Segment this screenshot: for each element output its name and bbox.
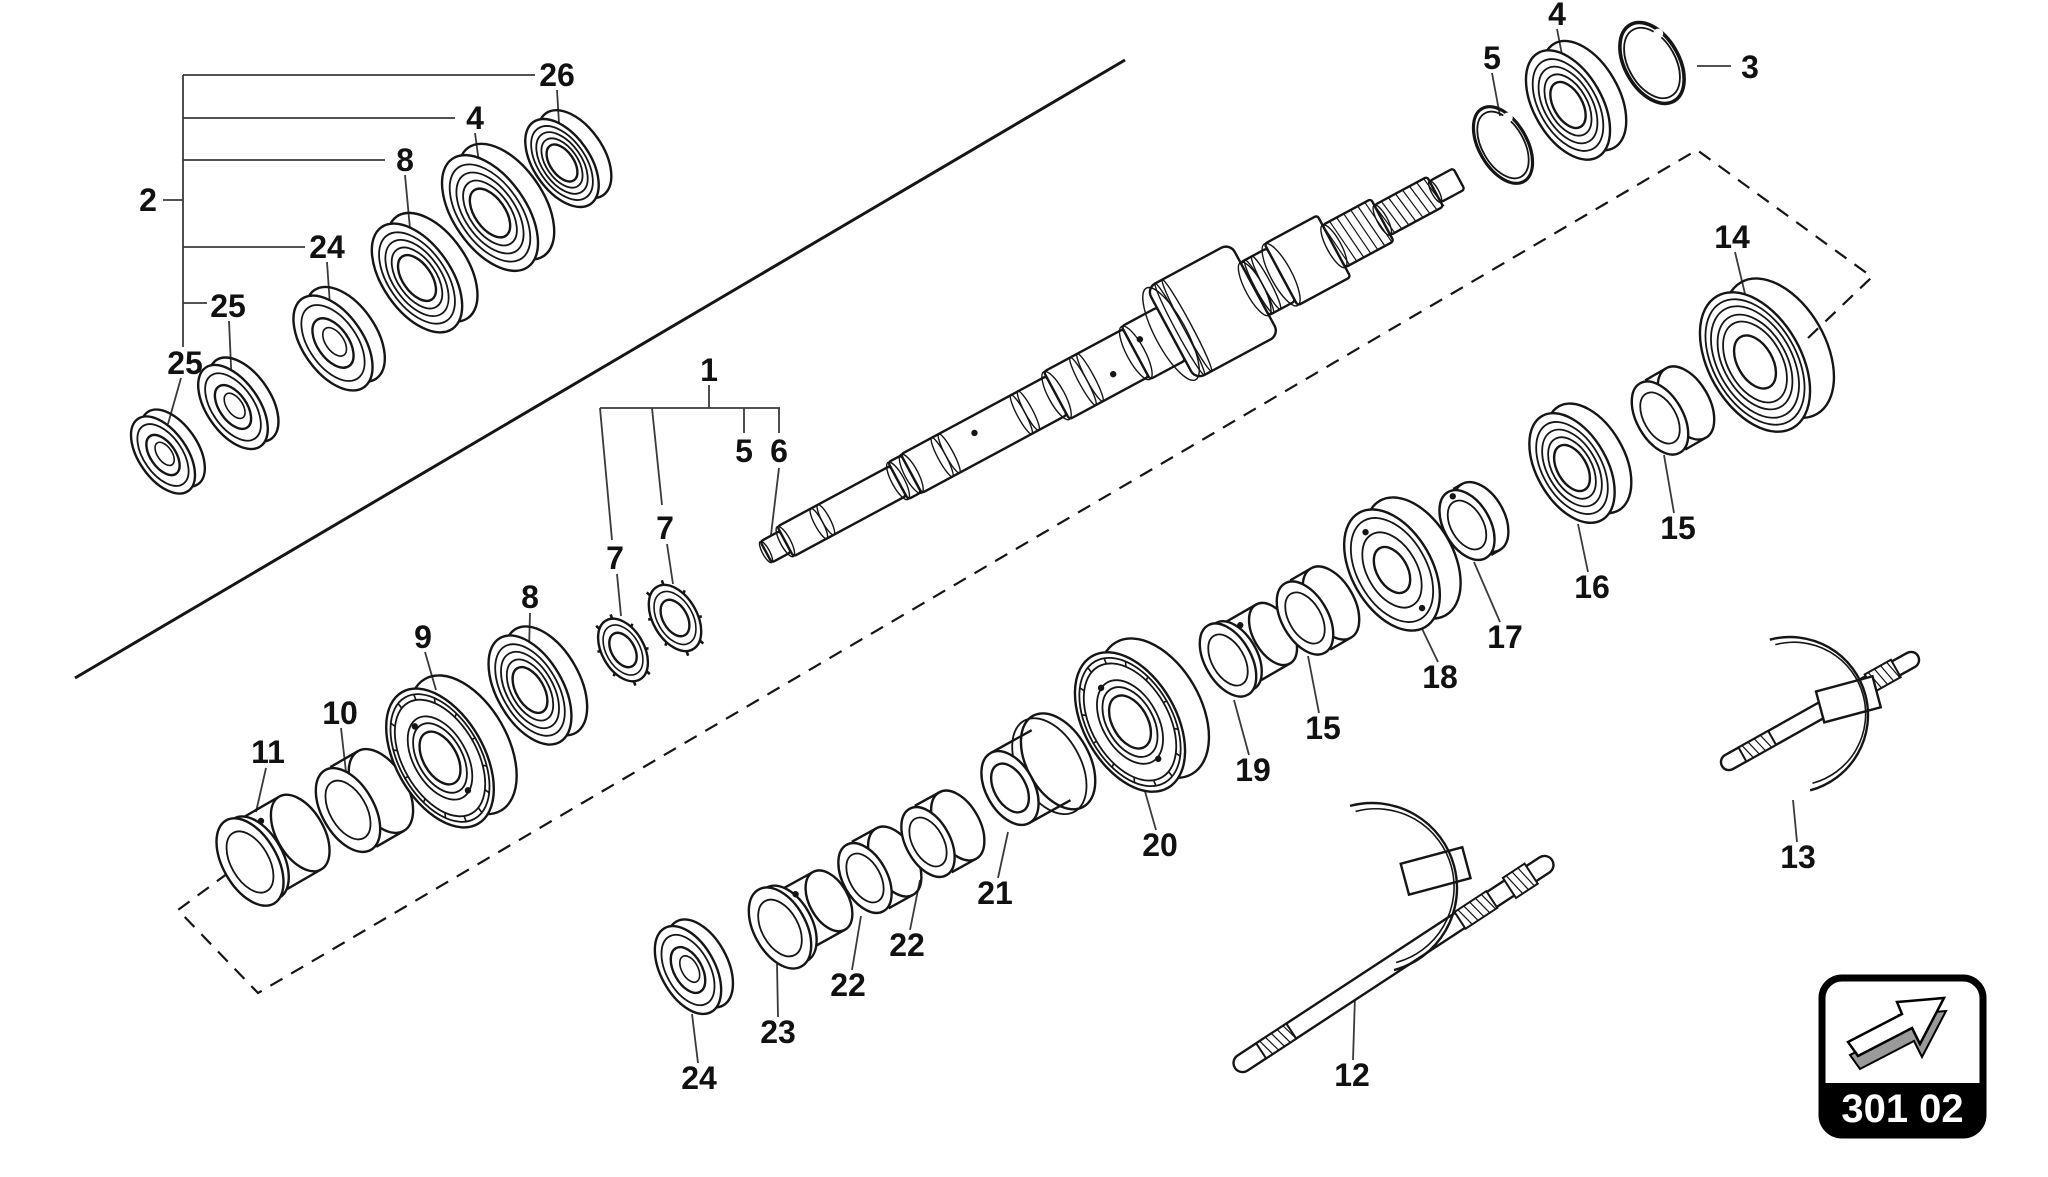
leader-line: [424, 651, 437, 691]
part-label-25: 25: [210, 288, 246, 324]
leader-line: [616, 573, 622, 617]
hub-20: [1073, 637, 1211, 793]
seal-25b: [129, 408, 207, 495]
bushing-15b: [1275, 565, 1361, 656]
ring-17: [1438, 480, 1510, 562]
leader-line: [691, 1013, 699, 1064]
bushing-15a: [1630, 365, 1716, 456]
bearing-4b: [1524, 39, 1628, 161]
bearing-26: [524, 108, 613, 209]
lockring-7b: [645, 579, 705, 657]
part-label-10: 10: [322, 695, 358, 731]
part-label-14: 14: [1714, 219, 1750, 255]
shift-fork-13: [1769, 635, 1883, 792]
leader-line: [1577, 523, 1589, 573]
part-label-7: 7: [606, 540, 624, 576]
seal-24a: [292, 285, 387, 392]
part-label-18: 18: [1422, 659, 1458, 695]
part-label-21: 21: [977, 875, 1013, 911]
leader-line: [1352, 995, 1356, 1061]
part-label-4: 4: [466, 100, 484, 136]
leader-line: [666, 543, 674, 585]
leader-line: [851, 915, 862, 971]
code-box-band: [1822, 1083, 1983, 1135]
part-label-15: 15: [1660, 510, 1696, 546]
bushing-21: [980, 712, 1097, 827]
part-label-12: 12: [1334, 1057, 1370, 1093]
lockring-7a: [595, 613, 651, 687]
arrow-up-right-icon: [1846, 996, 1947, 1058]
part-label-15: 15: [1305, 710, 1341, 746]
hub-9: [384, 674, 518, 829]
main-shaft-1: [758, 168, 1465, 564]
leader-line: [1233, 699, 1250, 756]
leader-line: [255, 767, 267, 813]
leader-line: [167, 377, 182, 425]
snapring-3: [1618, 20, 1686, 106]
part-label-25: 25: [167, 345, 203, 381]
bushing-23: [747, 869, 854, 970]
reference-lines-layer: [74, 28, 1874, 1064]
leader-line: [1307, 655, 1320, 714]
bearing-16: [1528, 402, 1633, 525]
part-label-8: 8: [521, 579, 539, 615]
leader-line: [340, 727, 347, 773]
bearing-14: [1698, 277, 1836, 433]
part-label-23: 23: [760, 1014, 796, 1050]
bushing-22b: [837, 825, 923, 915]
section-divider-line: [74, 58, 1126, 680]
leader-line: [997, 831, 1009, 879]
bearing-18: [1342, 496, 1462, 632]
part-label-3: 3: [1741, 49, 1759, 85]
part-label-24: 24: [681, 1060, 717, 1096]
part-label-19: 19: [1235, 752, 1271, 788]
callout-bracket-line: [599, 407, 613, 541]
part-label-5: 5: [1483, 40, 1501, 76]
sealring-5: [1471, 105, 1535, 185]
part-label-13: 13: [1780, 839, 1816, 875]
bushing-10: [314, 747, 415, 854]
part-label-1: 1: [700, 352, 718, 388]
leader-line: [1663, 454, 1675, 514]
part-label-26: 26: [539, 57, 575, 93]
part-label-17: 17: [1487, 619, 1523, 655]
shift-fork-12: [1349, 801, 1473, 972]
part-label-4: 4: [1548, 0, 1566, 32]
seal-25a: [196, 356, 280, 451]
part-label-6: 6: [770, 433, 788, 469]
bearing-4a: [440, 142, 556, 273]
bushing-11: [215, 793, 331, 907]
part-label-22: 22: [830, 967, 866, 1003]
part-label-2: 2: [139, 182, 157, 218]
leader-line: [1792, 799, 1798, 843]
leader-line: [1473, 561, 1501, 623]
part-label-16: 16: [1574, 569, 1610, 605]
part-label-5: 5: [735, 433, 753, 469]
part-label-7: 7: [656, 510, 674, 546]
bearing-8b: [487, 625, 589, 746]
part-label-24: 24: [309, 229, 345, 265]
group-boundary-dashed: [176, 148, 1874, 995]
part-label-20: 20: [1142, 827, 1178, 863]
bushing-22a: [900, 789, 986, 879]
selector-rod-12: [1232, 854, 1555, 1074]
callout-bracket-line: [769, 467, 780, 544]
part-label-9: 9: [414, 619, 432, 655]
bushing-19: [1198, 601, 1299, 698]
part-label-22: 22: [889, 927, 925, 963]
part-label-11: 11: [251, 734, 285, 770]
page-code-label: 301 02: [1841, 1087, 1963, 1131]
parts-layer: [129, 20, 1921, 1074]
page-code-box[interactable]: 301 02: [1818, 974, 1987, 1139]
callout-bracket-line: [651, 407, 663, 506]
part-label-8: 8: [396, 142, 414, 178]
leader-line: [1734, 251, 1747, 299]
leader-line: [776, 963, 779, 1018]
bearing-24b: [653, 918, 735, 1016]
